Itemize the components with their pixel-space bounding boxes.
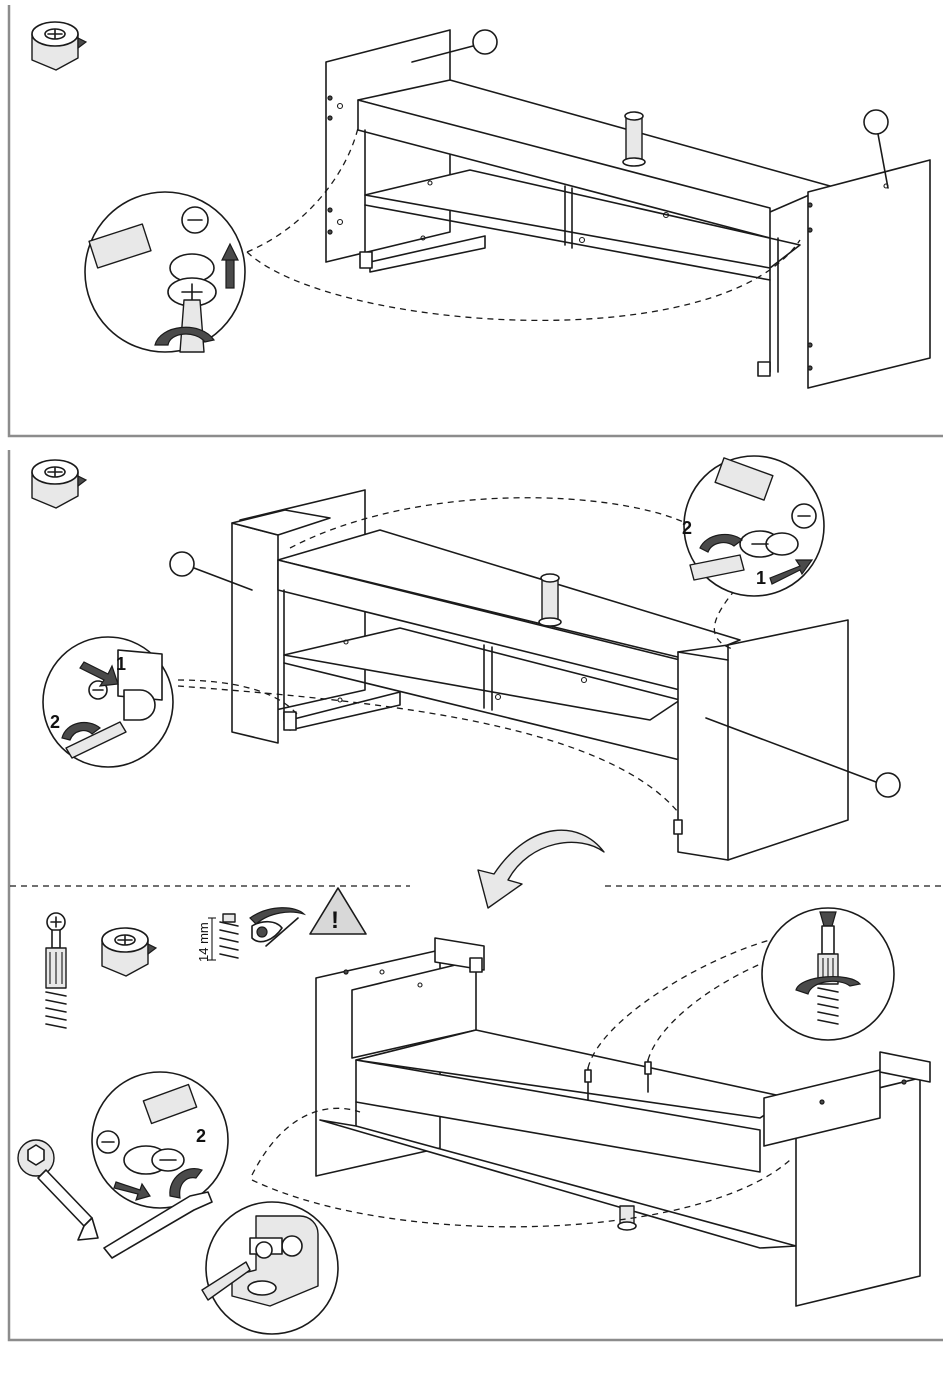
hex-key-cam-detail (92, 1072, 228, 1258)
cam-lock-icon (32, 22, 86, 70)
tv-stand-carcass-step1 (326, 30, 930, 388)
up-arrow-icon (226, 258, 234, 288)
step-number-2-left: 2 (50, 712, 60, 732)
cam-insert-detail-step2 (684, 456, 824, 596)
eye-icon (250, 908, 304, 946)
step-number-1-left: 1 (116, 654, 126, 674)
bracket-screw-detail (202, 1202, 338, 1334)
cam-tighten-detail-step1 (85, 192, 245, 352)
step-number-1-upper-right: 1 (756, 568, 766, 588)
hex-key-icon (18, 1140, 98, 1240)
cam-lock-icon-step2 (32, 460, 86, 508)
detail-leader-step3-a (588, 940, 770, 1068)
cam-lock-icon-step3 (102, 928, 156, 976)
dowel-spring-icon (208, 914, 238, 960)
fastener-length-label: 14 mm (196, 922, 211, 962)
cam-bolt-icon (46, 913, 66, 1028)
warning-symbol: ! (331, 907, 339, 934)
detail-leader-step3-b (648, 960, 770, 1060)
step-number-2-bottom: 2 (196, 1126, 206, 1146)
warning-icon: ! (310, 888, 366, 934)
screwdriver-dowel-detail (762, 908, 894, 1040)
flip-arrow-icon (478, 830, 604, 908)
bolt-insert-detail-step2 (43, 637, 173, 767)
step-number-2-upper-right: 2 (682, 518, 692, 538)
